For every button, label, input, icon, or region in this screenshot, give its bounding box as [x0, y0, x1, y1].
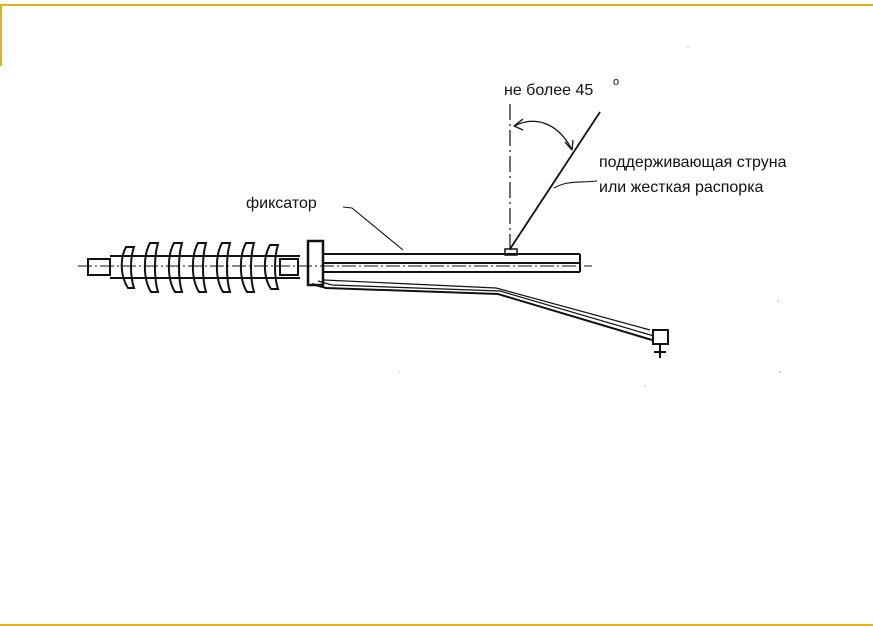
string-label-line2: или жесткая распорка [599, 179, 764, 196]
fixator-rod [323, 253, 581, 273]
string-label-line1: поддерживающая струна [599, 154, 787, 171]
clamp-body [306, 239, 325, 287]
angle-label: не более 45 [504, 82, 593, 99]
insulator-shed [167, 242, 184, 293]
insulator [87, 242, 300, 293]
support-string [509, 111, 601, 250]
slide-frame-bottom-border [0, 624, 873, 626]
insulator-end-fitting [87, 258, 111, 276]
clamp-label-leader [342, 206, 404, 251]
angle-arrow-left [513, 118, 524, 131]
steady-arm [311, 279, 655, 341]
angle-arc [513, 120, 573, 151]
contact-wire-clamp [652, 329, 669, 358]
slide-frame-top-border [0, 4, 873, 6]
insulator-shed [143, 242, 160, 293]
string-label-leader [553, 180, 598, 189]
insulator-shed [215, 242, 232, 293]
slide-frame-left-border [0, 4, 2, 66]
insulator-shed [239, 242, 256, 293]
insulator-shed [120, 246, 136, 289]
insulator-shed [191, 242, 208, 293]
angle-arrow-right [564, 139, 574, 151]
clamp-label: фиксатор [246, 195, 317, 212]
angle-degree-mark: о [613, 76, 619, 88]
scan-specks [398, 46, 781, 387]
insulator-shed [263, 244, 280, 290]
insulator-cap [279, 258, 299, 276]
